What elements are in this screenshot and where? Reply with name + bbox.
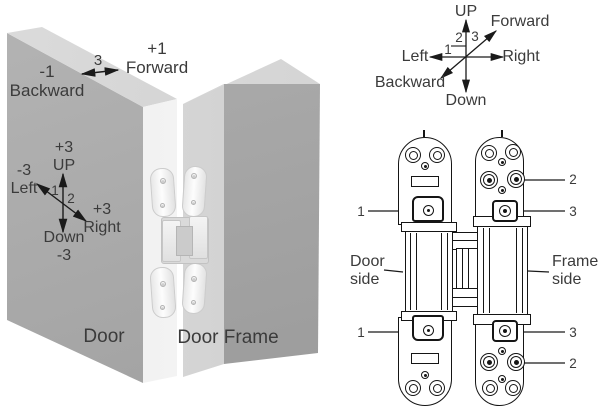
bore-hole-icon (509, 384, 518, 393)
door-side-label: Door side (350, 253, 385, 288)
link-line (462, 249, 464, 289)
door-label: Door (83, 326, 125, 347)
pin-hole-icon (501, 189, 504, 192)
compass-up-label: UP (454, 3, 478, 20)
leader-line (527, 270, 550, 273)
screw-icon (191, 173, 197, 179)
door-frame-label: Door Frame (177, 327, 279, 348)
hinge-knuckle-center (176, 226, 193, 256)
adjust-screw-icon (487, 360, 492, 365)
pin-hole-icon (501, 378, 504, 381)
screw-icon (191, 200, 196, 205)
body-line (416, 233, 418, 310)
body-line (441, 233, 443, 310)
body-line (483, 228, 485, 313)
right-label: +3 Right (83, 201, 121, 236)
frame-side-label: Frame side (552, 253, 599, 288)
body-line (410, 233, 412, 310)
compass-down-label: Down (445, 92, 487, 109)
lug-hole-icon (427, 209, 430, 212)
compass-number-3: 3 (471, 29, 479, 44)
screw-icon (160, 305, 165, 310)
body-line (516, 228, 518, 313)
backward-label: -1 Backward (9, 62, 85, 101)
screw-icon (160, 281, 166, 287)
compass-backward-label: Backward (374, 74, 446, 91)
link-bar-line (438, 240, 494, 242)
bore-hole-icon (409, 151, 418, 160)
screw-icon (160, 203, 165, 208)
bore-hole-icon (409, 384, 418, 393)
bore-hole-icon (509, 148, 518, 157)
axis-number-2: 2 (67, 191, 75, 206)
callout-1-top: 1 (357, 204, 365, 219)
callout-2-top: 2 (569, 172, 577, 187)
pin-hole-icon (501, 161, 504, 164)
slot-icon (411, 353, 439, 364)
leader-line (383, 269, 404, 273)
body-line (447, 233, 449, 310)
bore-hole-icon (485, 149, 494, 158)
pin-hole-icon (424, 165, 427, 168)
hinge-frame-bottom-plate (181, 262, 208, 315)
adjust-screw-icon (514, 360, 519, 365)
bore-hole-icon (433, 151, 442, 160)
compass-number-1: 1 (444, 42, 452, 57)
compass-left-label: Left (401, 48, 429, 65)
adjust-screw-icon (514, 177, 519, 182)
body-line (489, 228, 491, 313)
callout-3-top: 3 (569, 204, 577, 219)
callout-2-bottom: 2 (569, 356, 577, 371)
hinge-door-top-plate (149, 167, 177, 218)
pin-hole-icon (424, 374, 427, 377)
compass-number-2: 2 (455, 30, 463, 45)
down-label: Down -3 (43, 229, 85, 264)
screw-icon (160, 178, 166, 184)
slot-icon (411, 176, 439, 187)
door-body (405, 231, 453, 312)
bore-hole-icon (433, 384, 442, 393)
compass-right-label: Right (502, 48, 540, 65)
adjuster-hole-icon (503, 329, 507, 333)
hinge-door-bottom-plate (149, 266, 177, 319)
depth-range-label: 3 (93, 52, 103, 69)
pin-hole-icon (501, 350, 504, 353)
callout-3-bottom: 3 (569, 325, 577, 340)
forward-label: +1 Forward (125, 39, 189, 78)
left-label: -3 Left (10, 162, 38, 197)
bore-hole-icon (486, 384, 495, 393)
screw-icon (191, 300, 196, 305)
adjust-screw-icon (487, 178, 492, 183)
centerline-tick (423, 130, 425, 137)
lug-hole-icon (427, 329, 430, 332)
adjuster-hole-icon (503, 209, 507, 213)
link-bar-line (438, 297, 494, 299)
body-line (522, 228, 524, 313)
link-line (468, 249, 470, 289)
up-label: +3 UP (52, 139, 76, 174)
screw-icon (191, 276, 197, 282)
centerline-tick (501, 130, 503, 137)
compass-forward-label: Forward (490, 13, 550, 30)
frame-body (477, 226, 528, 315)
axis-number-1: 1 (51, 183, 59, 198)
callout-1-bottom: 1 (357, 325, 365, 340)
